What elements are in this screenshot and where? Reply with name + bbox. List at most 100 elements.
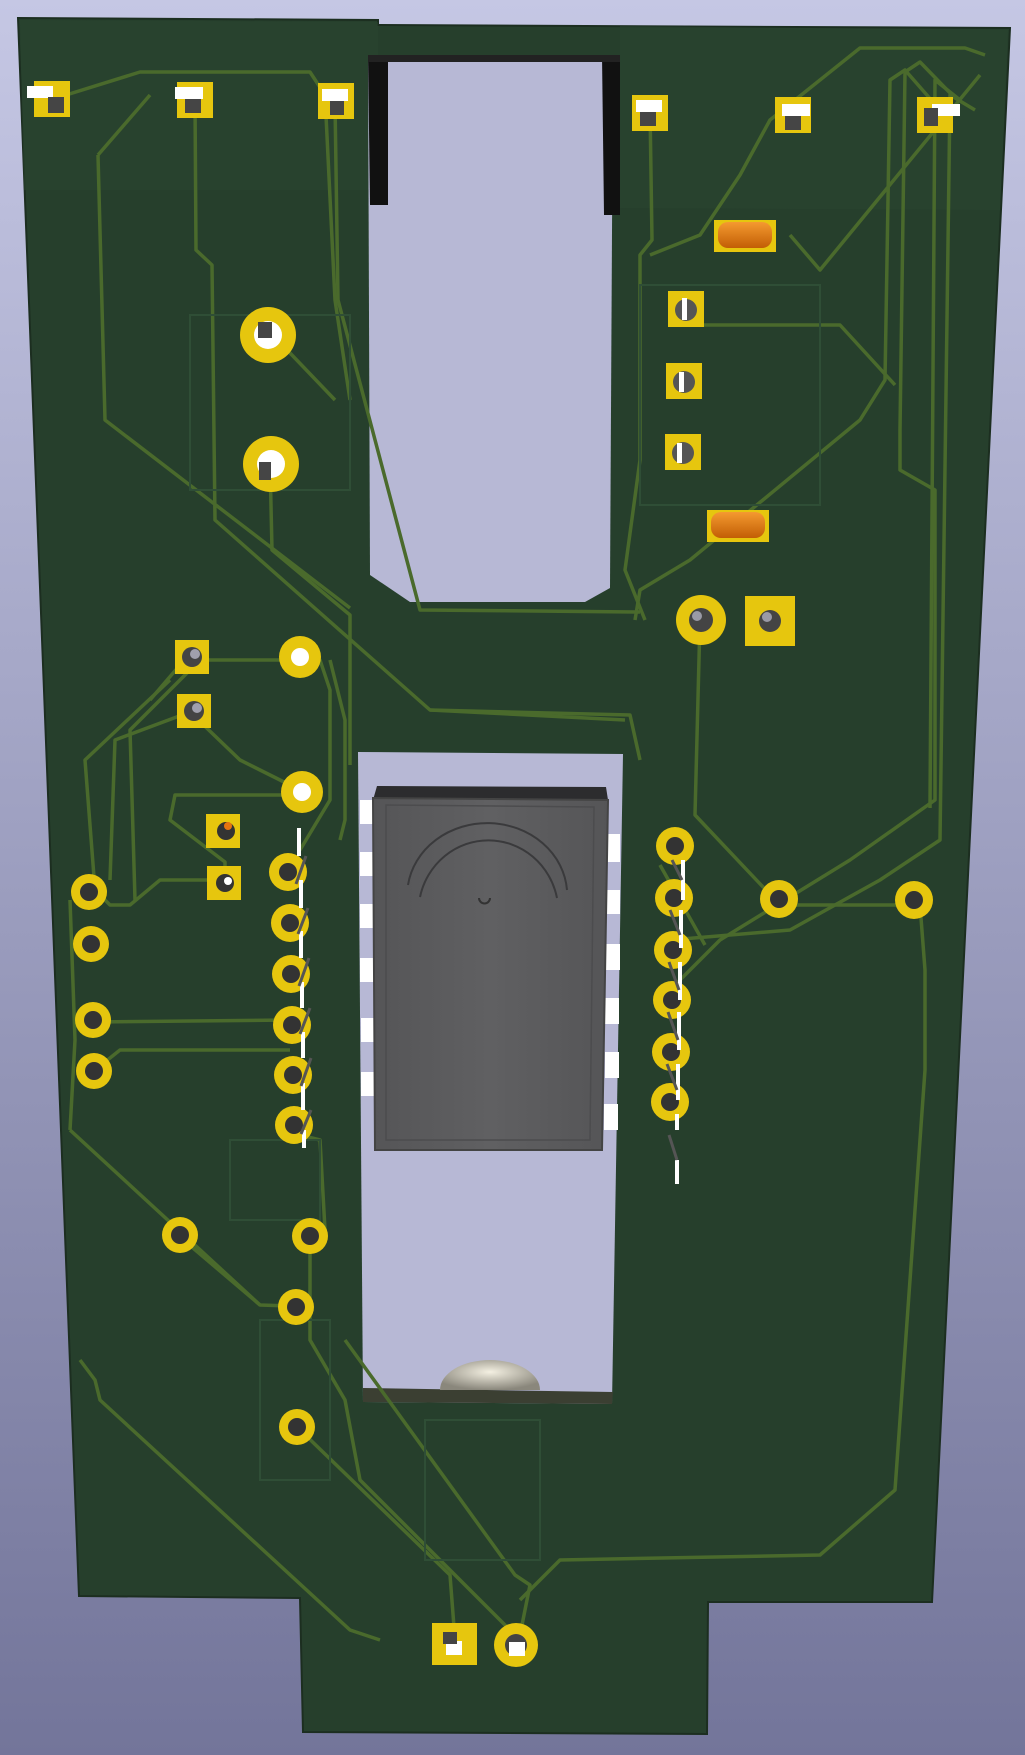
- pin-stub-shadow: [785, 116, 801, 130]
- usb-slot-shadow-left: [368, 55, 388, 205]
- transistor-pads: [665, 291, 704, 470]
- ic-cutout-bottom-edge: [363, 1388, 613, 1404]
- drill-hole-light: [190, 649, 200, 659]
- mounting-pads-row: [27, 81, 960, 133]
- pin-stub: [782, 104, 810, 116]
- ic-pin: [360, 958, 374, 982]
- ic-top-edge: [373, 786, 608, 800]
- pin-stub-shadow: [924, 108, 938, 126]
- drill-hole: [666, 837, 684, 855]
- ic-pin: [360, 852, 374, 876]
- pin-stub-shadow: [185, 99, 201, 113]
- dip-ic: [360, 786, 620, 1151]
- pin-stub: [446, 1641, 462, 1655]
- ic-pin: [361, 1018, 375, 1042]
- usb-slot-cutout: [368, 55, 613, 602]
- ic-pin: [604, 1104, 618, 1130]
- pin-stub-shadow: [443, 1632, 457, 1644]
- drill-hole: [664, 941, 682, 959]
- power-jack-pads: [240, 307, 299, 492]
- ic-pin: [606, 890, 620, 914]
- pin-stub: [322, 89, 348, 101]
- pin-stub: [259, 462, 271, 480]
- drill-hole: [84, 1011, 102, 1029]
- drill-hole: [282, 965, 300, 983]
- drill-hole: [663, 991, 681, 1009]
- pin-stub: [509, 1642, 525, 1656]
- drill-hole: [689, 608, 713, 632]
- usb-slot-shadow-right: [602, 55, 620, 215]
- copper-traces: [49, 46, 986, 1642]
- pin-stub: [258, 322, 272, 338]
- drill-hole-light: [192, 703, 202, 713]
- drill-hole: [662, 1043, 680, 1061]
- drill-hole: [665, 889, 683, 907]
- drill-hole: [85, 1062, 103, 1080]
- pin-stub: [175, 87, 203, 99]
- pin-stub: [636, 100, 662, 112]
- drill-hole: [301, 1227, 319, 1245]
- pin-stub: [679, 372, 684, 392]
- right-side-pads: [760, 880, 933, 919]
- ic-notch-arc-inner: [419, 839, 558, 899]
- pcb-top-area-right: [620, 26, 1008, 210]
- drill-hole: [770, 890, 788, 908]
- drill-hole: [291, 648, 309, 666]
- ic-notch-arc: [407, 822, 568, 891]
- ic-body: [371, 796, 610, 1151]
- coin-cell-top: [440, 1360, 540, 1390]
- drill-hole: [82, 935, 100, 953]
- ic-face: [385, 804, 595, 1141]
- usb-slot-top-edge: [368, 55, 620, 62]
- pin-stub: [682, 298, 687, 320]
- ic-pin1-dot: [478, 897, 491, 905]
- drill-hole: [279, 863, 297, 881]
- ic-pin: [605, 998, 619, 1024]
- smd-capacitor: [718, 222, 772, 248]
- drill-hole-light: [762, 612, 772, 622]
- ic-side-pins-left: [360, 800, 375, 1096]
- bent-pins: [675, 860, 685, 1184]
- drill-hole: [287, 1298, 305, 1316]
- drill-hole: [288, 1418, 306, 1436]
- lower-component-pads: [162, 1217, 328, 1445]
- pin-stub-shadow: [48, 97, 64, 113]
- bent-pins: [297, 828, 306, 1148]
- drill-hole: [661, 1093, 679, 1111]
- pin-stub-shadow: [640, 112, 656, 126]
- ic-pin: [606, 944, 620, 970]
- drill-hole: [281, 914, 299, 932]
- ic-side-pins-right: [604, 834, 620, 1130]
- ic-left-pins: [269, 828, 313, 1148]
- pin-stub: [932, 104, 960, 116]
- ic-pin: [606, 834, 620, 862]
- drill-hole: [171, 1226, 189, 1244]
- drill-hole: [905, 891, 923, 909]
- left-component-pads: [175, 636, 323, 900]
- drill-hole: [284, 1066, 302, 1084]
- ic-pin: [360, 904, 374, 928]
- drill-hole: [285, 1116, 303, 1134]
- drill-hole-light: [692, 611, 702, 621]
- ic-pin: [605, 1052, 619, 1078]
- electrolytic-capacitor-pads: [676, 595, 795, 646]
- ic-pin: [360, 800, 374, 824]
- drill-hole: [80, 883, 98, 901]
- pin-stub: [27, 86, 53, 98]
- drill-hole: [283, 1016, 301, 1034]
- drill-hole-light: [224, 877, 232, 885]
- battery-connector: [432, 1623, 538, 1667]
- pin-stub-shadow: [330, 101, 344, 115]
- pin-stub: [677, 443, 682, 463]
- drill-hole: [672, 442, 694, 464]
- drill-hole-light: [224, 822, 232, 830]
- left-header-pads: [71, 874, 112, 1089]
- smd-capacitor: [711, 512, 765, 538]
- ic-right-pins: [651, 827, 694, 1184]
- ic-pin: [361, 1072, 375, 1096]
- smd-capacitors: [707, 220, 776, 542]
- pin-shadows: [665, 859, 684, 1161]
- pin-shadows: [294, 855, 313, 1135]
